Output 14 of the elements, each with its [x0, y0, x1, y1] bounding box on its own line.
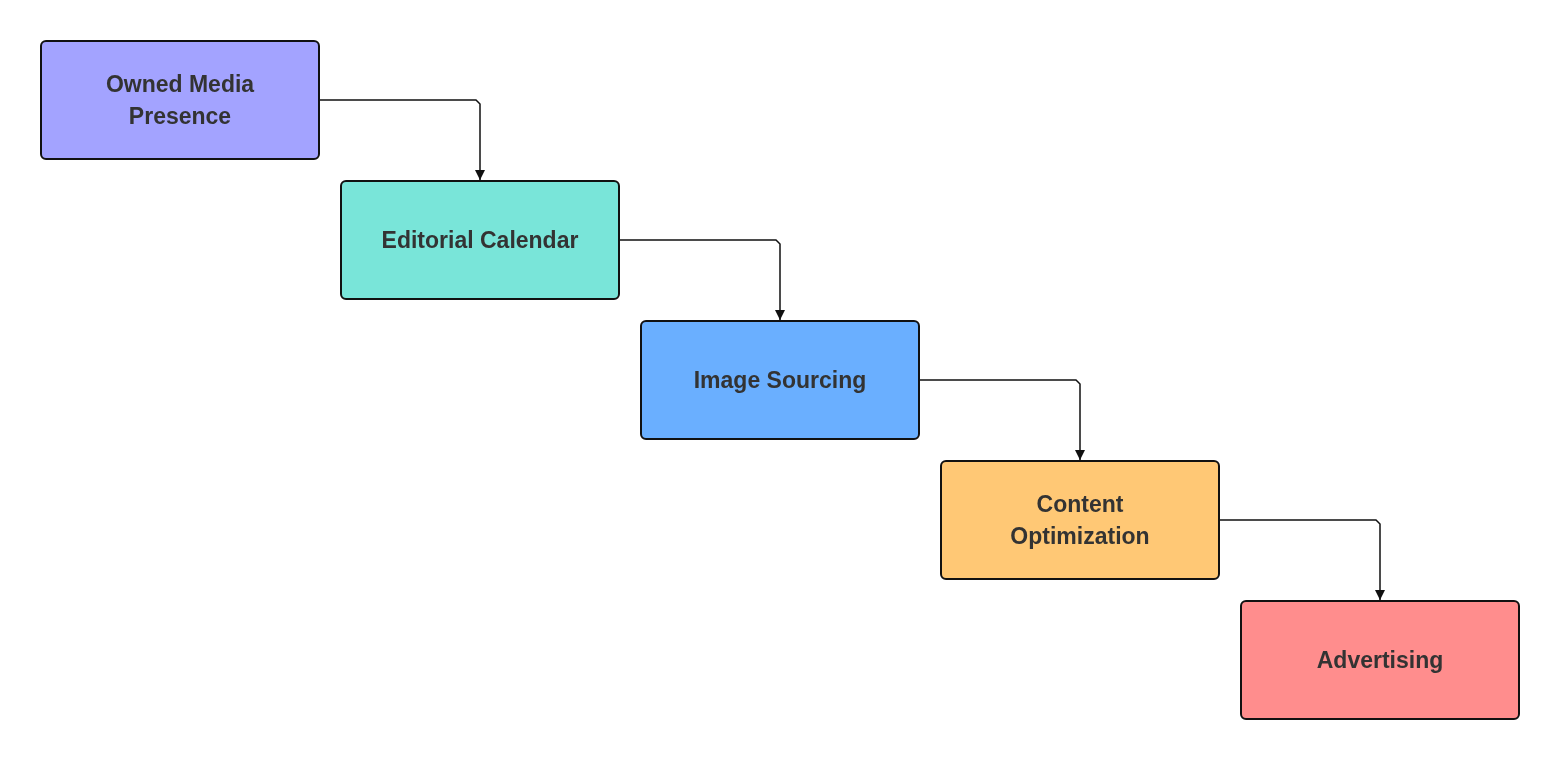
connector-arrow	[919, 379, 1085, 461]
box-label: Editorial Calendar	[380, 226, 580, 255]
box-label: Advertising	[1315, 646, 1445, 675]
process-box	[640, 320, 920, 440]
connector-arrow	[619, 239, 785, 321]
process-box	[40, 40, 320, 160]
box-label: Owned Media Presence	[104, 70, 256, 131]
box-label: Image Sourcing	[692, 366, 868, 395]
process-box	[340, 180, 620, 300]
process-box	[940, 460, 1220, 580]
connector-arrow	[1219, 519, 1385, 601]
connector-arrow	[319, 99, 485, 181]
box-label: Content Optimization	[1009, 490, 1151, 551]
process-box	[1240, 600, 1520, 720]
